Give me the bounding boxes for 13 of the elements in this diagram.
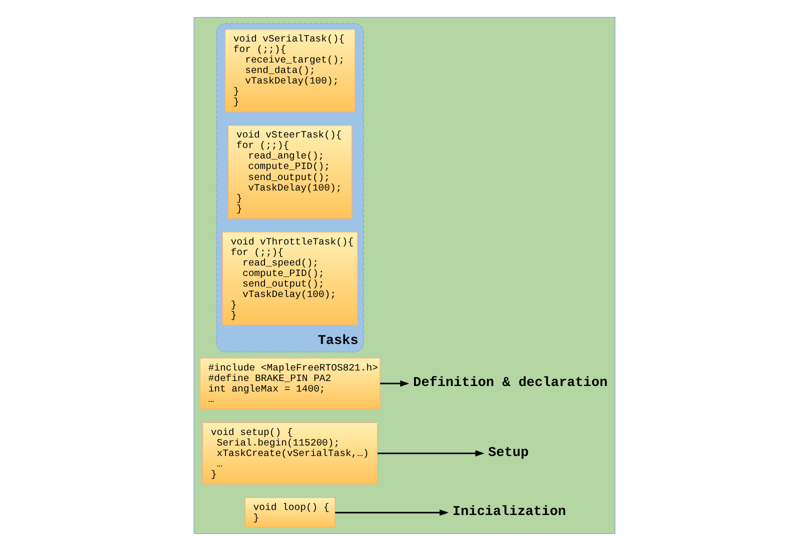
node-text: Definition & declaration bbox=[413, 376, 608, 392]
node-box: #include <MapleFreeRTOS821.h> #define BRAKE_PIN PA2 int angleMax = 1400; … bbox=[200, 358, 380, 410]
node-box: void vThrottleTask(){ for (;;){ read_speed(); compute_PID(); send_output(); vTaskDelay(100); } } bbox=[222, 232, 358, 326]
node-box: void setup() { Serial.begin(115200); xTaskCreate(vSerialTask,…) … } bbox=[202, 422, 378, 484]
arrow bbox=[378, 450, 484, 456]
arrow bbox=[335, 509, 449, 516]
node-text: Inicialization bbox=[452, 505, 566, 520]
node-box: void vSerialTask(){ for (;;){ receive_target(); send_data(); vTaskDelay(100); } } bbox=[224, 28, 356, 112]
node-text: Setup bbox=[488, 446, 529, 461]
node-box: void loop() { } bbox=[244, 497, 336, 528]
node-box: void vSteerTask(){ for (;;){ read_angle(); compute_PID(); send_output(); vTaskDelay(100); } } bbox=[228, 125, 352, 219]
arrow bbox=[380, 380, 410, 387]
cluster bbox=[194, 16, 616, 534]
